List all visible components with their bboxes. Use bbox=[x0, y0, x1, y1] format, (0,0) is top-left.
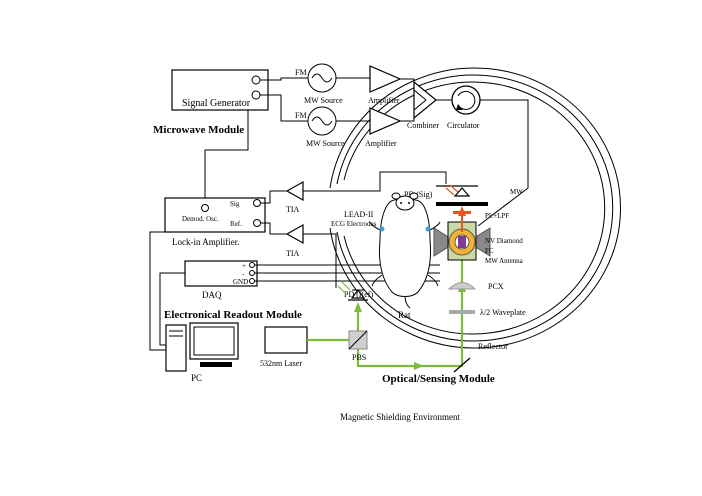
amplifier-2-icon bbox=[369, 107, 402, 135]
pc-icon bbox=[165, 322, 239, 372]
rat-icon bbox=[369, 192, 441, 309]
tia-1-icon bbox=[285, 180, 304, 202]
sig-port bbox=[253, 199, 261, 207]
lead-ii-label: LEAD-II bbox=[344, 210, 374, 219]
mw-source-1-label: MW Source bbox=[304, 96, 343, 105]
ref-label: Ref. bbox=[230, 220, 242, 228]
sig-label: Sig bbox=[230, 200, 240, 208]
daq-gnd-label: GND bbox=[233, 278, 248, 286]
laser-label: 532nm Laser bbox=[260, 359, 302, 368]
mw-antenna-label: MW Antenna bbox=[485, 257, 524, 265]
tia-2-label: TIA bbox=[286, 249, 300, 258]
ecg-electrode-left bbox=[379, 226, 385, 232]
microwave-module-title: Microwave Module bbox=[153, 124, 244, 136]
pd-sig-label: PD (Sig) bbox=[404, 190, 433, 199]
fm-wire-1 bbox=[260, 77, 308, 81]
fm-label-2: FM bbox=[295, 111, 307, 120]
pc-label: PC bbox=[191, 373, 202, 383]
signal-generator-box bbox=[171, 69, 269, 111]
fm-label-1: FM bbox=[295, 68, 307, 77]
nv-diamond-label: NV Diamond bbox=[485, 237, 523, 245]
pcx-label: PCX bbox=[488, 282, 504, 291]
daq-minus-label: - bbox=[242, 270, 245, 278]
pl-lpf-label: PL+LPF bbox=[485, 212, 509, 220]
daq-plus-label: + bbox=[242, 262, 246, 270]
reflector-label: Reflector bbox=[478, 342, 508, 351]
pcx-lens bbox=[447, 282, 477, 290]
pd-sig-icon bbox=[436, 185, 478, 197]
pd-sig-stage bbox=[436, 202, 488, 206]
combiner-label: Combiner bbox=[407, 121, 439, 130]
mw-label: MW bbox=[510, 188, 523, 196]
fc-label: FC bbox=[485, 247, 494, 255]
daq-label: DAQ bbox=[202, 290, 222, 300]
nv-diamond bbox=[458, 236, 466, 248]
pd-sig-wire bbox=[303, 171, 447, 192]
pd-ref-icon bbox=[348, 289, 368, 301]
tia-1-label: TIA bbox=[286, 205, 300, 214]
fm-wire-2 bbox=[260, 94, 308, 122]
amplifier-2-label: Amplifier bbox=[365, 139, 397, 148]
waveplate-label: λ/2 Waveplate bbox=[480, 308, 526, 317]
ref-port bbox=[253, 219, 261, 227]
pbs-label: PBS bbox=[352, 353, 366, 362]
magnetic-shielding-label: Magnetic Shielding Environment bbox=[340, 412, 460, 422]
mw-line bbox=[477, 99, 529, 227]
demod-label: Demod. Osc. bbox=[182, 215, 219, 223]
demod-port bbox=[201, 204, 209, 212]
lock-in-label: Lock-in Amplifier. bbox=[172, 237, 240, 247]
optical-sensing-module-title: Optical/Sensing Module bbox=[382, 373, 495, 385]
amplifier-1-label: Amplifier bbox=[368, 96, 400, 105]
amplifier-1-icon bbox=[369, 65, 402, 93]
pd-ref-wire bbox=[303, 233, 337, 288]
pd-ref-label: PD (Ref) bbox=[344, 290, 373, 299]
ecg-electrodes-label: ECG Electrodes bbox=[331, 220, 377, 228]
reflector-mirror bbox=[453, 357, 471, 373]
waveplate bbox=[449, 310, 475, 314]
ecg-electrode-right bbox=[425, 226, 431, 232]
combiner-icon bbox=[413, 80, 437, 120]
mw-source-2-label: MW Source bbox=[306, 139, 345, 148]
circulator-label: Circulator bbox=[447, 121, 480, 130]
signal-generator-label: Signal Generator bbox=[182, 98, 251, 109]
lock-in-amplifier-box bbox=[164, 197, 266, 233]
laser-beam bbox=[307, 238, 464, 368]
electronical-readout-module-title: Electronical Readout Module bbox=[164, 309, 302, 321]
tia-2-icon bbox=[285, 223, 304, 245]
rat-label: Rat bbox=[398, 310, 411, 320]
laser-box bbox=[264, 326, 308, 354]
